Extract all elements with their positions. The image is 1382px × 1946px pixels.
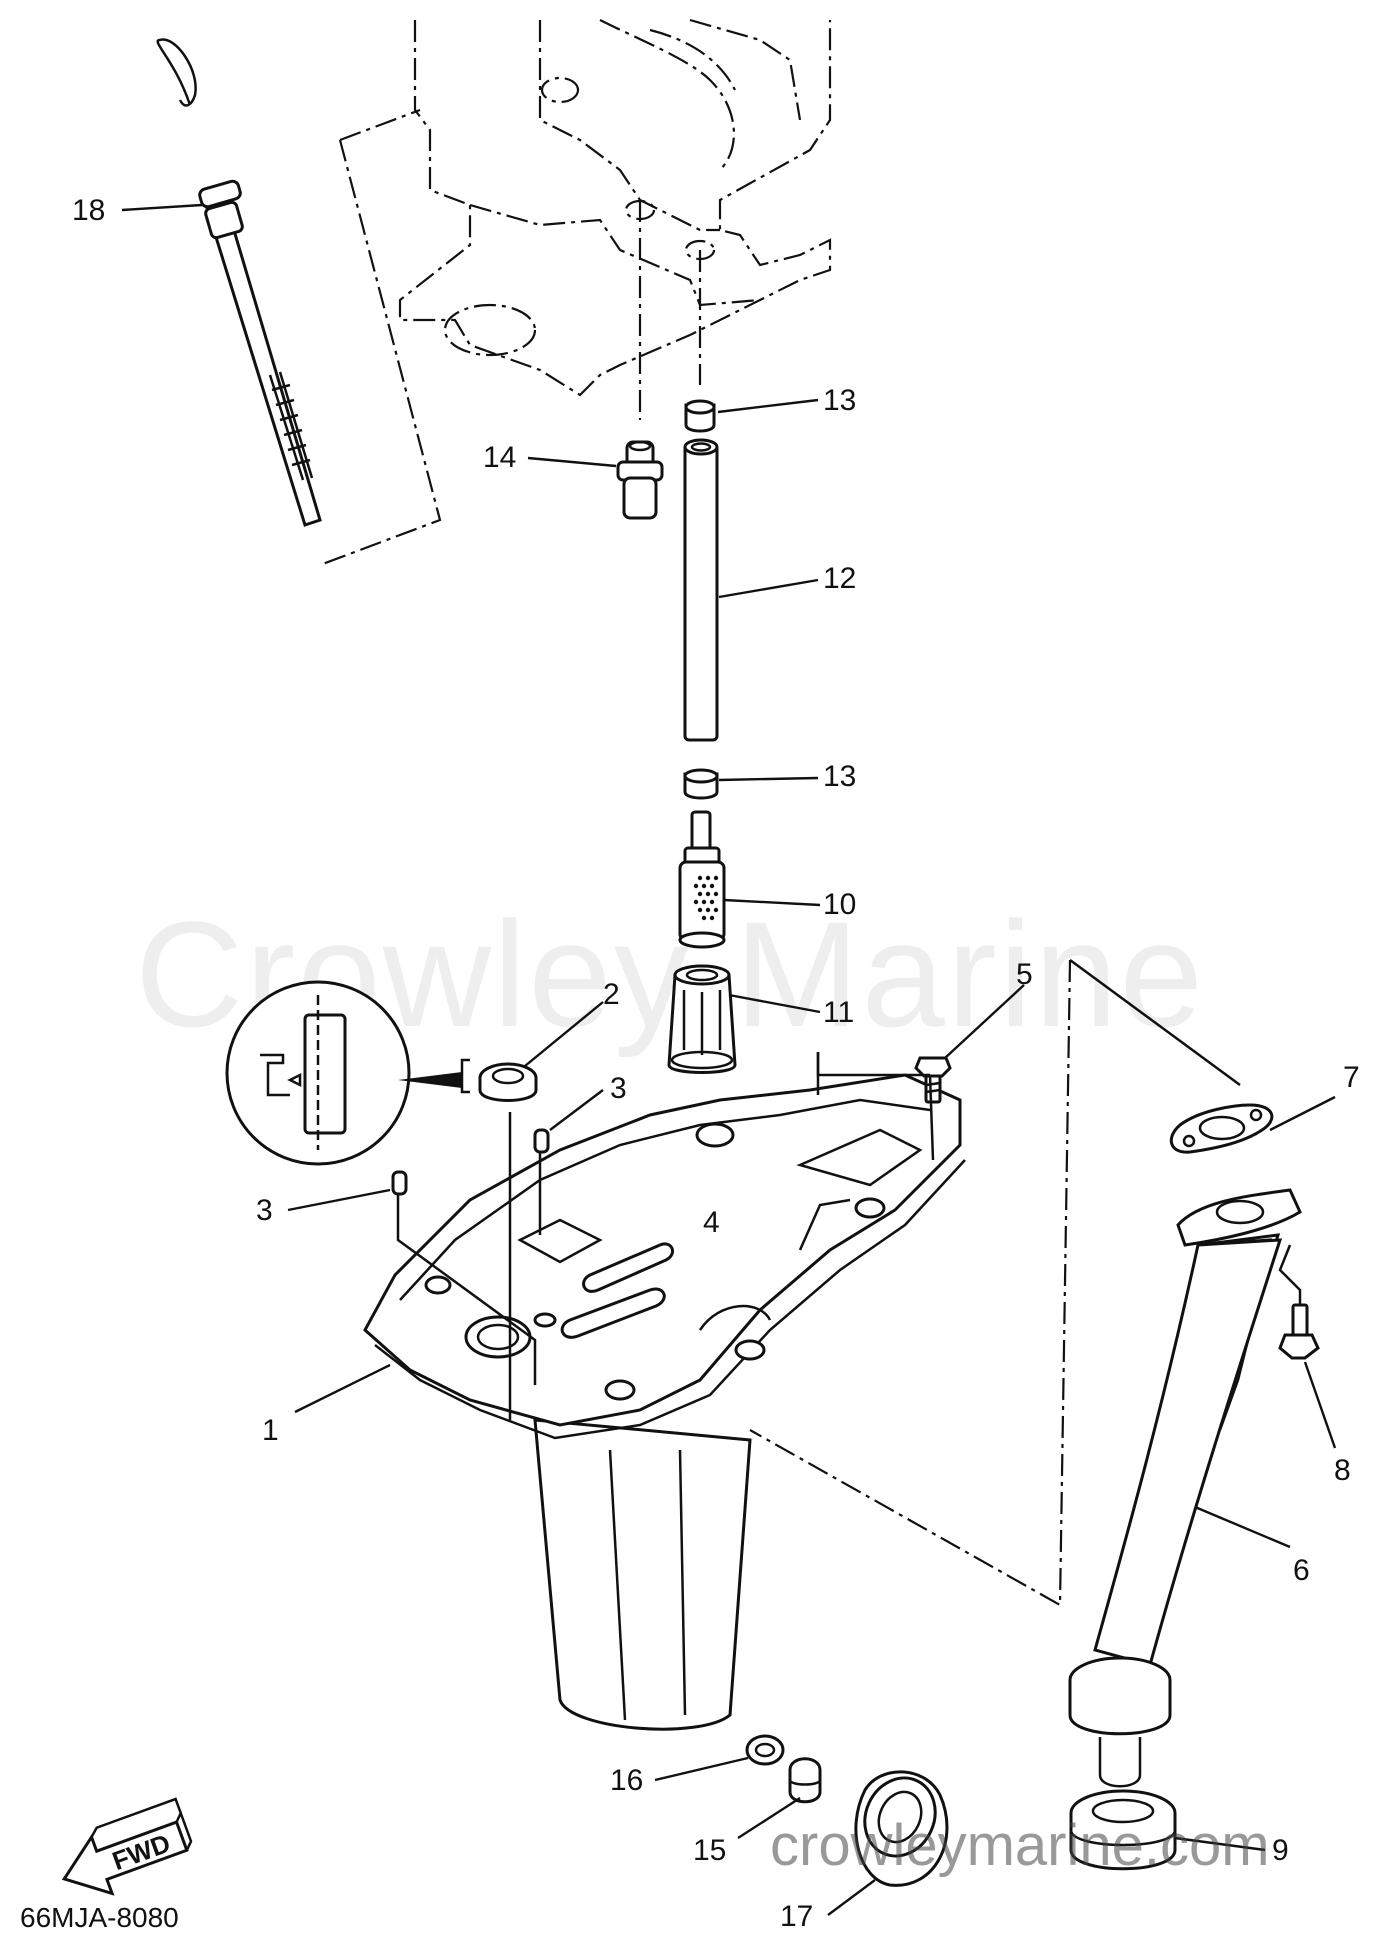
forward-arrow: FWD xyxy=(61,1797,193,1896)
oil-strainer xyxy=(678,810,726,949)
callout-2: 2 xyxy=(603,978,620,1011)
fwd-label: FWD xyxy=(108,1828,174,1876)
callout-1: 1 xyxy=(262,1414,279,1447)
dowel-pins xyxy=(391,1128,550,1196)
callout-11: 11 xyxy=(823,996,855,1029)
collar-bottom xyxy=(683,768,719,800)
assembly-lines xyxy=(396,958,1302,1607)
engine-block-outline xyxy=(319,18,832,567)
drain-plug xyxy=(788,1757,822,1804)
callout-14: 14 xyxy=(483,441,517,474)
callout-3-lower: 3 xyxy=(256,1194,273,1227)
leader-lines xyxy=(121,203,1337,1916)
callout-17: 17 xyxy=(780,1900,814,1933)
oil-pan xyxy=(363,1073,966,1731)
callout-13-top: 13 xyxy=(823,384,857,417)
seal-ring xyxy=(854,1770,949,1887)
callout-3-upper: 3 xyxy=(610,1072,627,1105)
callout-6: 6 xyxy=(1293,1554,1310,1587)
site-url-watermark: crowleymarine.com xyxy=(770,1813,1270,1878)
exhaust-gasket xyxy=(1169,1103,1274,1154)
callout-7: 7 xyxy=(1343,1061,1360,1094)
callout-8: 8 xyxy=(1334,1454,1351,1487)
callout-4: 4 xyxy=(703,1206,720,1239)
bolt-side xyxy=(1278,1303,1320,1360)
callout-16: 16 xyxy=(610,1764,644,1797)
callout-13-bottom: 13 xyxy=(823,760,857,793)
callout-15: 15 xyxy=(693,1834,727,1867)
fitting xyxy=(616,440,664,520)
callout-10: 10 xyxy=(823,888,857,921)
diagram-code: 66MJA-8080 xyxy=(20,1902,179,1933)
callout-5: 5 xyxy=(1016,958,1033,991)
exhaust-pipe xyxy=(1068,1188,1302,1788)
callout-12: 12 xyxy=(823,562,857,595)
callout-9: 9 xyxy=(1272,1834,1289,1867)
strainer-housing xyxy=(667,964,737,1074)
seal-detail-balloon xyxy=(225,980,470,1166)
collar-top xyxy=(684,399,716,433)
dipstick xyxy=(156,38,322,527)
oil-pipe xyxy=(683,438,719,742)
oil-seal xyxy=(478,1062,538,1102)
drain-washer xyxy=(745,1734,785,1766)
callout-18: 18 xyxy=(72,194,106,227)
grommet xyxy=(1069,1789,1177,1871)
